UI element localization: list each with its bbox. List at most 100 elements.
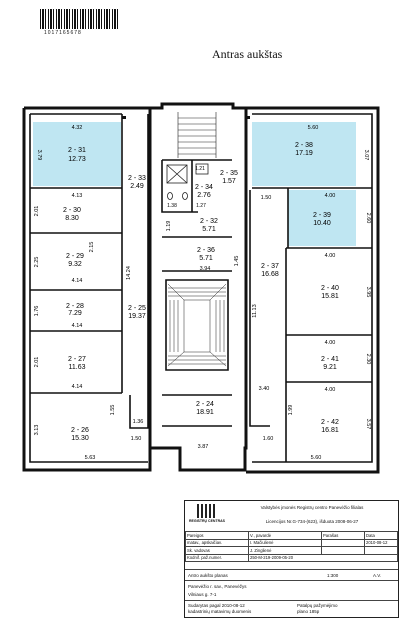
dim-3-94: 3.94 <box>200 266 211 272</box>
floor-plan: 2 - 31 12.73 2 - 30 8.30 2 - 29 9.32 2 -… <box>22 102 380 474</box>
room-2-40-id: 2 - 40 <box>321 285 339 292</box>
room-2-41-id: 2 - 41 <box>321 356 339 363</box>
dim-4-14b: 4.14 <box>72 323 83 329</box>
dim-4-32: 4.32 <box>72 125 83 131</box>
address-row: Panevėžio r. sav., Panevėžys Vilniaus g.… <box>185 580 398 601</box>
barcode <box>40 9 118 29</box>
room-2-38-fill <box>252 122 356 186</box>
dim-1-76: 1.76 <box>34 306 40 317</box>
dim-3-95: 3.95 <box>365 287 371 298</box>
dim-5-63: 5.63 <box>85 455 96 461</box>
dim-1-50a: 1.50 <box>131 436 142 442</box>
room-2-33-area: 2.49 <box>130 183 144 190</box>
sanitary-fixtures <box>166 163 209 200</box>
room-2-38-id: 2 - 38 <box>295 142 313 149</box>
dim-1-60: 1.60 <box>263 436 274 442</box>
dim-14-24: 14.24 <box>126 266 132 280</box>
room-2-35-id: 2 - 35 <box>220 170 238 177</box>
dim-5-60a: 5.60 <box>308 125 319 131</box>
room-2-35-area: 1.57 <box>222 178 236 185</box>
stairs-top <box>177 112 217 158</box>
toilet-icon-2 <box>182 192 188 200</box>
footer-row: Sudarytas pagal 2010-08-12 kadastrinių m… <box>185 600 398 618</box>
dim-1-27: 1.27 <box>196 203 206 209</box>
plan-label-row: Antro aukšto planas 1:300 A.V. <box>185 569 398 581</box>
room-2-39-fill <box>288 190 356 246</box>
room-2-33-id: 2 - 33 <box>128 175 146 182</box>
room-2-31-area: 12.73 <box>68 156 86 163</box>
dim-2-30: 2.30 <box>365 354 371 365</box>
dim-4-00b: 4.00 <box>325 253 336 259</box>
room-2-29-id: 2 - 29 <box>66 253 84 260</box>
dim-2-15: 2.15 <box>89 242 95 253</box>
room-2-39-area: 10.40 <box>313 220 331 227</box>
room-2-26-area: 15.30 <box>71 435 89 442</box>
dim-1-50b: 1.50 <box>261 195 272 201</box>
dim-5-60b: 5.60 <box>311 455 322 461</box>
room-2-37-area: 16.68 <box>261 271 279 278</box>
room-2-30-area: 8.30 <box>65 215 79 222</box>
dim-2-01b: 2.01 <box>34 357 40 368</box>
room-2-36-area: 5.71 <box>199 255 213 262</box>
dim-4-13: 4.13 <box>72 193 83 199</box>
dim-2-25: 2.25 <box>34 257 40 268</box>
toilet-icon <box>167 192 173 200</box>
room-2-34-area: 2.76 <box>197 192 211 199</box>
barcode-number: 1017165678 <box>44 30 82 36</box>
room-2-24-id: 2 - 24 <box>196 401 214 408</box>
sink-icon <box>195 163 209 175</box>
room-2-25-area: 19.37 <box>128 313 146 320</box>
room-2-38-area: 17.19 <box>295 150 313 157</box>
room-2-28-area: 7.29 <box>68 310 82 317</box>
dim-3-87: 3.87 <box>198 444 209 450</box>
signature-2 <box>321 546 365 555</box>
dim-4-00a: 4.00 <box>325 193 336 199</box>
dim-4-14a: 4.14 <box>72 278 83 284</box>
room-2-40-area: 15.81 <box>321 293 339 300</box>
elevator-icon <box>166 164 188 184</box>
dim-1-99: 1.99 <box>288 405 294 416</box>
room-2-30-id: 2 - 30 <box>63 207 81 214</box>
outer-walls <box>22 102 380 474</box>
room-2-31-fill <box>33 122 121 186</box>
license-line: Licencijos Nr.G-734-(623), išduota 2008-… <box>265 519 359 524</box>
room-2-41-area: 9.21 <box>323 364 337 371</box>
room-2-39-id: 2 - 39 <box>313 212 331 219</box>
room-2-24-area: 18.91 <box>196 409 214 416</box>
dim-1-45: 1.45 <box>234 256 240 267</box>
room-2-32-area: 5.71 <box>202 226 216 233</box>
room-2-34-id: 2 - 34 <box>195 184 213 191</box>
room-2-32-id: 2 - 32 <box>200 218 218 225</box>
dim-4-00d: 4.00 <box>325 387 336 393</box>
room-2-29-area: 9.32 <box>68 261 82 268</box>
room-2-37-id: 2 - 37 <box>261 263 279 270</box>
registry-logo: REGISTRŲ CENTRAS <box>187 503 227 527</box>
dim-3-79: 3.79 <box>36 150 42 161</box>
dim-1-19: 1.19 <box>166 221 172 232</box>
dim-3-13: 3.13 <box>34 425 40 436</box>
dim-4-00c: 4.00 <box>325 340 336 346</box>
room-2-42-area: 16.81 <box>321 427 339 434</box>
stairwell <box>167 283 227 367</box>
dim-11-13: 11.13 <box>252 304 258 317</box>
room-2-25-id: 2 - 25 <box>128 305 146 312</box>
dim-3-40: 3.40 <box>259 386 270 392</box>
room-2-42-id: 2 - 42 <box>321 419 339 426</box>
dim-1-21: 1.21 <box>195 166 205 172</box>
dim-4-14c: 4.14 <box>72 384 83 390</box>
dim-1-55: 1.55 <box>110 405 116 416</box>
signature-table: Pareigos V., pavardė Parašas Data matav.… <box>185 531 398 562</box>
dim-1-36: 1.36 <box>133 419 144 425</box>
room-2-31-id: 2 - 31 <box>68 147 86 154</box>
room-2-28-id: 2 - 28 <box>66 303 84 310</box>
room-2-27-id: 2 - 27 <box>68 356 86 363</box>
dim-2-60: 2.60 <box>365 213 371 224</box>
wall-stubs <box>122 116 250 119</box>
page-title: Antras aukštas <box>212 47 283 61</box>
title-block: REGISTRŲ CENTRAS Valstybės įmonės Regist… <box>184 500 399 618</box>
dim-1-38: 1.38 <box>167 203 177 209</box>
room-2-26-id: 2 - 26 <box>71 427 89 434</box>
dim-2-01a: 2.01 <box>34 206 40 217</box>
signature-1 <box>321 538 365 547</box>
